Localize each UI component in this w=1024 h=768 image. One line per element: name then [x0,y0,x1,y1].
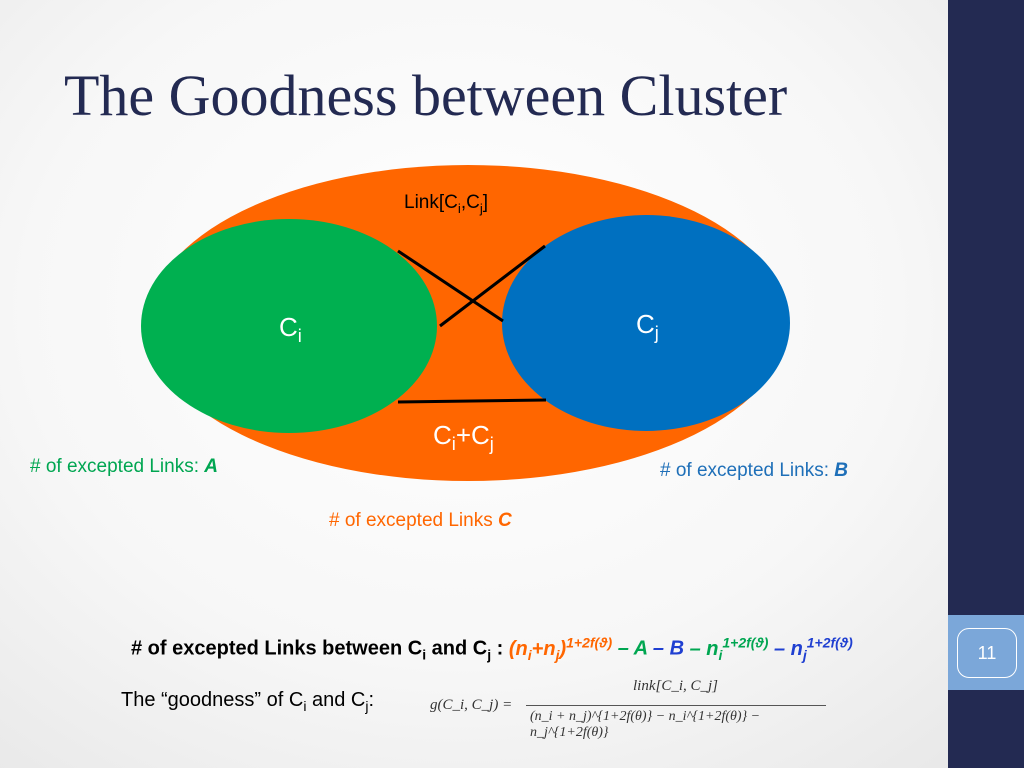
goodness-formula: g(C_i, C_j) = link[C_i, C_j] (n_i + n_j)… [428,678,833,740]
page-number-badge: 11 [957,628,1017,678]
merged-cluster-label: Ci+Cj [433,420,494,455]
goodness-formula-numerator: link[C_i, C_j] [633,678,719,694]
formula-minus-nj: – nj1+2f(ϑ) [768,634,853,663]
cluster-j-label: Cj [636,309,659,344]
formula-minus-ni: – ni1+2f(ϑ) [684,634,769,663]
cluster-i-label: Ci [279,312,302,347]
link-line-3 [397,398,547,404]
goodness-formula-fraction-bar [526,705,826,706]
cluster-j-ellipse [502,215,790,431]
expected-links-between-line: # of excepted Links between Ci and Cj : … [131,634,853,663]
formula-minus-a: – A [612,637,648,660]
goodness-formula-denominator: (n_i + n_j)^{1+2f(θ)} − n_i^{1+2f(θ)} − … [530,709,761,740]
link-line-2 [439,244,546,328]
cluster-i-ellipse [141,219,437,433]
page-number: 11 [977,642,997,663]
formula-ni-nj: (ni+nj)1+2f(ϑ) [508,634,613,663]
goodness-formula-lhs: g(C_i, C_j) = [430,697,513,713]
expected-links-a: # of excepted Links: A [30,456,219,477]
formula-minus-b: – B [647,637,685,660]
cluster-diagram [141,165,790,481]
expected-links-c: # of excepted Links C [329,510,512,531]
slide-title: The Goodness between Cluster [64,63,788,128]
link-label: Link[Ci,Cj] [404,192,489,216]
expected-links-b: # of excepted Links: B [660,460,849,481]
link-line-1 [397,249,504,323]
goodness-label: The “goodness” of Ci and Cj: [121,689,375,714]
